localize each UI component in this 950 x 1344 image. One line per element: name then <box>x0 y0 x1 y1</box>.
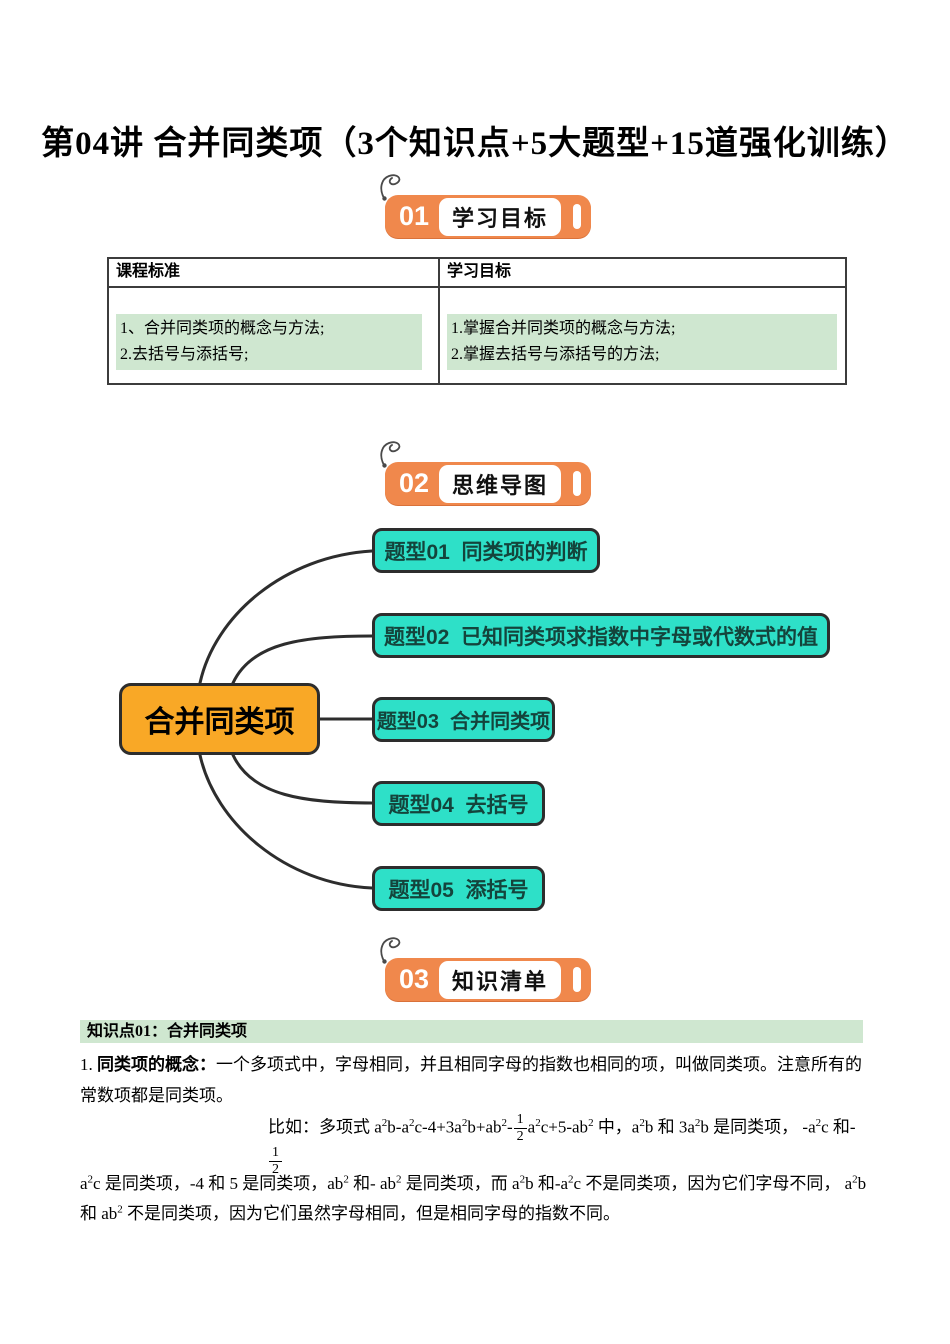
table-cell-standards: 1、合并同类项的概念与方法; 2.去括号与添括号; <box>109 288 440 383</box>
concept-paragraph-line-2: 常数项都是同类项。 <box>80 1086 233 1105</box>
connector-branch-2 <box>231 634 374 685</box>
section-label: 学习目标 <box>439 197 562 236</box>
concept-paragraph-line-1: 1. 同类项的概念：一个多项式中，字母相同，并且相同字母的指数也相同的项，叫做同… <box>80 1051 870 1078</box>
standards-item: 2.去括号与添括号; <box>120 346 249 363</box>
mindmap-center-node: 合并同类项 <box>119 683 320 755</box>
example-line-2: a2c 是同类项，-4 和 5 是同类项，ab2 和- ab2 是同类项，而 a… <box>80 1173 867 1193</box>
table-cell-goals: 1.掌握合并同类项的概念与方法; 2.掌握去括号与添括号的方法; <box>440 288 845 383</box>
section-number: 02 <box>399 468 430 498</box>
section-number: 01 <box>399 201 430 231</box>
connector-branch-4 <box>231 753 374 805</box>
goals-item: 2.掌握去括号与添括号的方法; <box>451 346 660 363</box>
highlight-block: 1、合并同类项的概念与方法; 2.去括号与添括号; <box>116 314 422 370</box>
table-body-row: 1、合并同类项的概念与方法; 2.去括号与添括号; 1.掌握合并同类项的概念与方… <box>109 288 845 383</box>
concept-number: 1. <box>80 1055 97 1074</box>
pin-icon <box>380 174 401 201</box>
section-label: 思维导图 <box>439 464 562 503</box>
page-title: 第04讲 合并同类项（3个知识点+5大题型+15道强化训练） <box>41 126 909 162</box>
example-line-3: 和 ab2 不是同类项，因为它们虽然字母相同，但是相同字母的指数不同。 <box>80 1203 621 1223</box>
mindmap-branch-05: 题型05 添括号 <box>372 866 545 911</box>
section-label: 知识清单 <box>439 960 562 999</box>
goals-item: 1.掌握合并同类项的概念与方法; <box>451 320 676 337</box>
pin-icon <box>380 937 401 964</box>
goals-table: 课程标准 学习目标 1、合并同类项的概念与方法; 2.去括号与添括号; 1.掌握… <box>107 257 847 385</box>
mindmap-branch-04: 题型04 去括号 <box>372 781 545 826</box>
mindmap-branch-03: 题型03 合并同类项 <box>372 697 555 742</box>
section-badge-knowledge-list: 03 知识清单 <box>380 937 592 1001</box>
mindmap-branch-01: 题型01 同类项的判断 <box>372 528 600 573</box>
table-header-goals: 学习目标 <box>447 263 512 280</box>
pin-icon <box>380 441 401 468</box>
table-header-standards: 课程标准 <box>109 259 440 286</box>
connector-branch-5 <box>198 753 374 890</box>
concept-term: 同类项的概念： <box>97 1055 216 1074</box>
concept-text: 一个多项式中，字母相同，并且相同字母的指数也相同的项，叫做同类项。注意所有的 <box>216 1055 862 1074</box>
mindmap-connectors <box>198 549 374 890</box>
standards-item: 1、合并同类项的概念与方法; <box>120 320 325 337</box>
section-badge-mindmap: 02 思维导图 <box>380 441 592 505</box>
section-badge-learning-goals: 01 学习目标 <box>380 174 592 238</box>
mindmap-branch-02: 题型02 已知同类项求指数中字母或代数式的值 <box>372 613 830 658</box>
section-number: 03 <box>399 964 430 994</box>
knowledge-point-header: 知识点01：合并同类项 <box>80 1020 863 1043</box>
highlight-block: 1.掌握合并同类项的概念与方法; 2.掌握去括号与添括号的方法; <box>447 314 837 370</box>
connector-branch-1 <box>198 549 374 685</box>
table-header-row: 课程标准 学习目标 <box>109 259 845 288</box>
